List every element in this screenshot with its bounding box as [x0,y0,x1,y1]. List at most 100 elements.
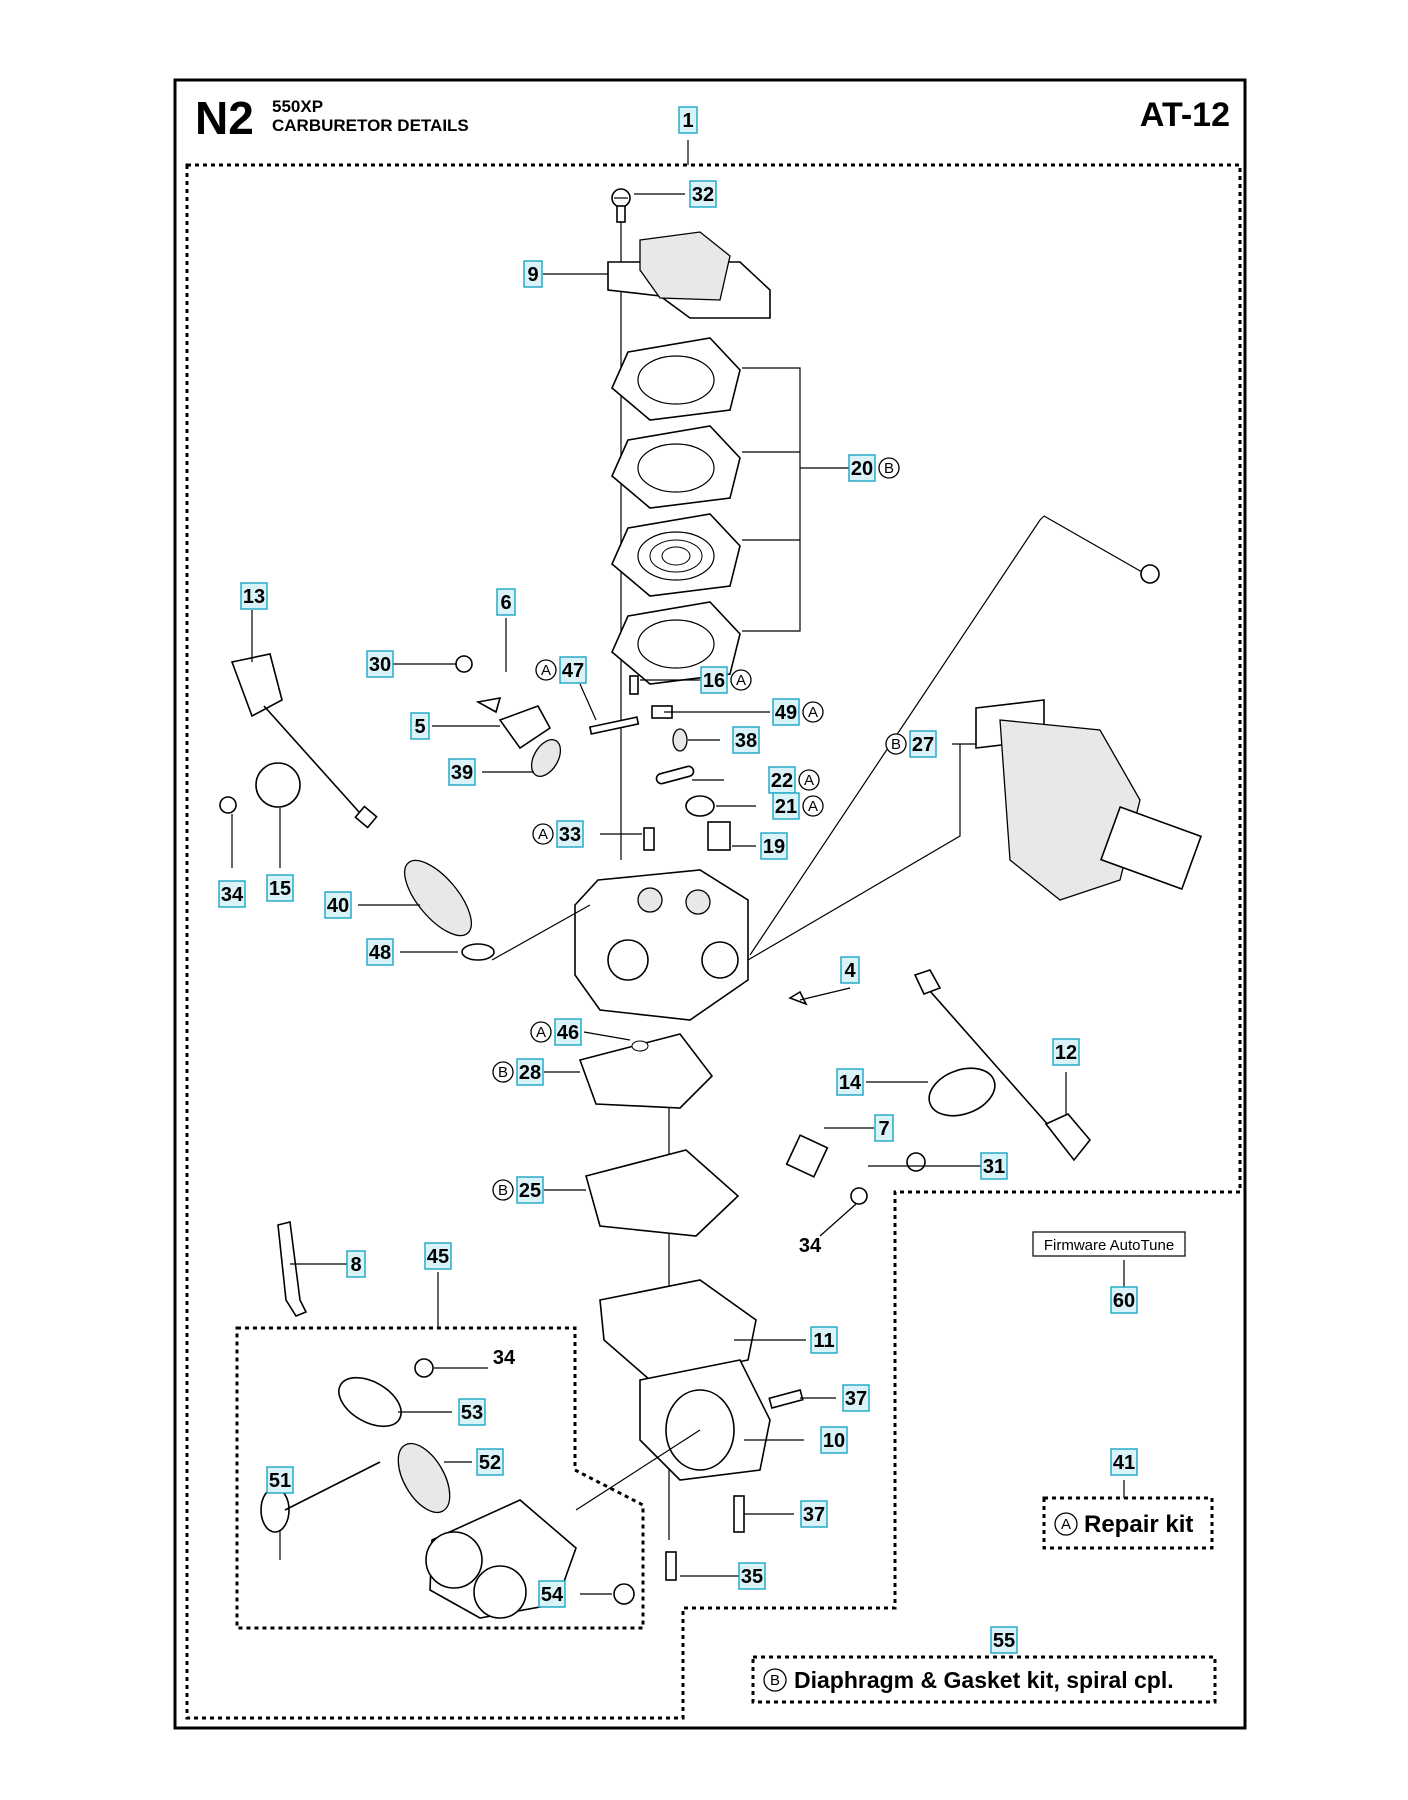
callout-number: 31 [983,1156,1005,1178]
callout-47: 47A [535,656,587,684]
callout-10: 10 [820,1426,848,1454]
callout-box [1052,1038,1080,1066]
callout-number: 60 [1113,1290,1135,1312]
kit-symbol [885,733,907,755]
callout-box [810,1326,838,1354]
callout-box [538,1580,566,1608]
callout-number: 37 [845,1388,867,1410]
repair-kit-symbol-letter: A [1061,1516,1071,1533]
callout-box [980,1152,1008,1180]
callout-14: 14 [836,1068,864,1096]
callout-box [689,180,717,208]
kit-symbol-letter: A [538,826,548,843]
callout-box [772,792,800,820]
firmware-box [1032,1231,1186,1257]
subassembly-45-boundary [235,1326,645,1630]
callout-number: 49 [775,702,797,724]
kit-symbol-letter: B [498,1182,508,1199]
callout-box [1110,1448,1138,1476]
gasket-kit-symbol-letter: B [770,1672,780,1689]
kit-symbol [802,701,824,723]
callout-12: 12 [1052,1038,1080,1066]
callout-box [909,730,937,758]
callout-31: 31 [980,1152,1008,1180]
callout-15: 15 [266,874,294,902]
kit-symbol-letter: B [891,736,901,753]
callout-number: 40 [327,895,349,917]
gasket-kit-text: Diaphragm & Gasket kit, spiral cpl. [794,1667,1174,1693]
callout-number: 21 [775,796,797,818]
callout-number: 15 [269,878,291,900]
callout-33: 33A [532,820,584,848]
plain-label: 34 [493,1347,516,1369]
callout-box [476,1448,504,1476]
callout-51: 51 [266,1466,294,1494]
callout-box [516,1058,544,1086]
kit-symbol [802,795,824,817]
leader-lines [231,140,1125,1680]
callout-number: 28 [519,1062,541,1084]
callout-box [556,820,584,848]
callout-box [1110,1286,1138,1314]
callout-49: 49 A [772,698,824,726]
callout-54: 54 [538,1580,566,1608]
callout-38: 38 [732,726,760,754]
callout-number: 20 [851,458,873,480]
kit-symbol [878,457,900,479]
callout-box [496,588,516,616]
callout-number: 19 [763,836,785,858]
kit-symbol-letter: A [808,704,818,721]
callout-number: 6 [500,592,511,614]
callout-9: 9 [523,260,543,288]
callout-box [800,1500,828,1528]
callout-number: 7 [878,1118,889,1140]
kit-symbol-letter: A [736,672,746,689]
callout-number: 5 [414,716,425,738]
callout-number: 34 [221,884,244,906]
callout-37: 37 [800,1500,828,1528]
callout-number: 10 [823,1430,845,1452]
callout-number: 45 [427,1246,449,1268]
callout-number: 11 [813,1330,834,1352]
callout-41: 41 [1110,1448,1138,1476]
callout-box [458,1398,486,1426]
callout-number: 4 [844,960,856,982]
callout-box [366,650,394,678]
callout-box [523,260,543,288]
callout-52: 52 [476,1448,504,1476]
callout-number: 52 [479,1452,501,1474]
callout-32: 32 [689,180,717,208]
callout-number: 51 [269,1470,291,1492]
callout-box [240,582,268,610]
callout-box [554,1018,582,1046]
callout-number: 12 [1055,1042,1077,1064]
callout-box [410,712,430,740]
page-title: CARBURETOR DETAILS [272,116,469,135]
callout-number: 1 [682,110,693,132]
callout-box [448,758,476,786]
callout-number: 27 [912,734,934,756]
kit-symbol [492,1179,514,1201]
callout-box [760,832,788,860]
callout-box [346,1250,366,1278]
gasket-kit-symbol [763,1668,787,1692]
callout-number: 32 [692,184,714,206]
callout-number: 47 [562,660,584,682]
callout-6: 6 [496,588,516,616]
callout-box [516,1176,544,1204]
callout-55: 55 [990,1626,1018,1654]
kit-symbol-letter: B [884,460,894,477]
callout-number: 53 [461,1402,483,1424]
callout-box [874,1114,894,1142]
callout-box [424,1242,452,1270]
model-name: 550XP [272,97,323,116]
callout-number: 41 [1113,1452,1135,1474]
callout-13: 13 [240,582,268,610]
callout-number: 38 [735,730,757,752]
callout-30: 30 [366,650,394,678]
callout-box [266,874,294,902]
callout-4: 4 [840,956,860,984]
